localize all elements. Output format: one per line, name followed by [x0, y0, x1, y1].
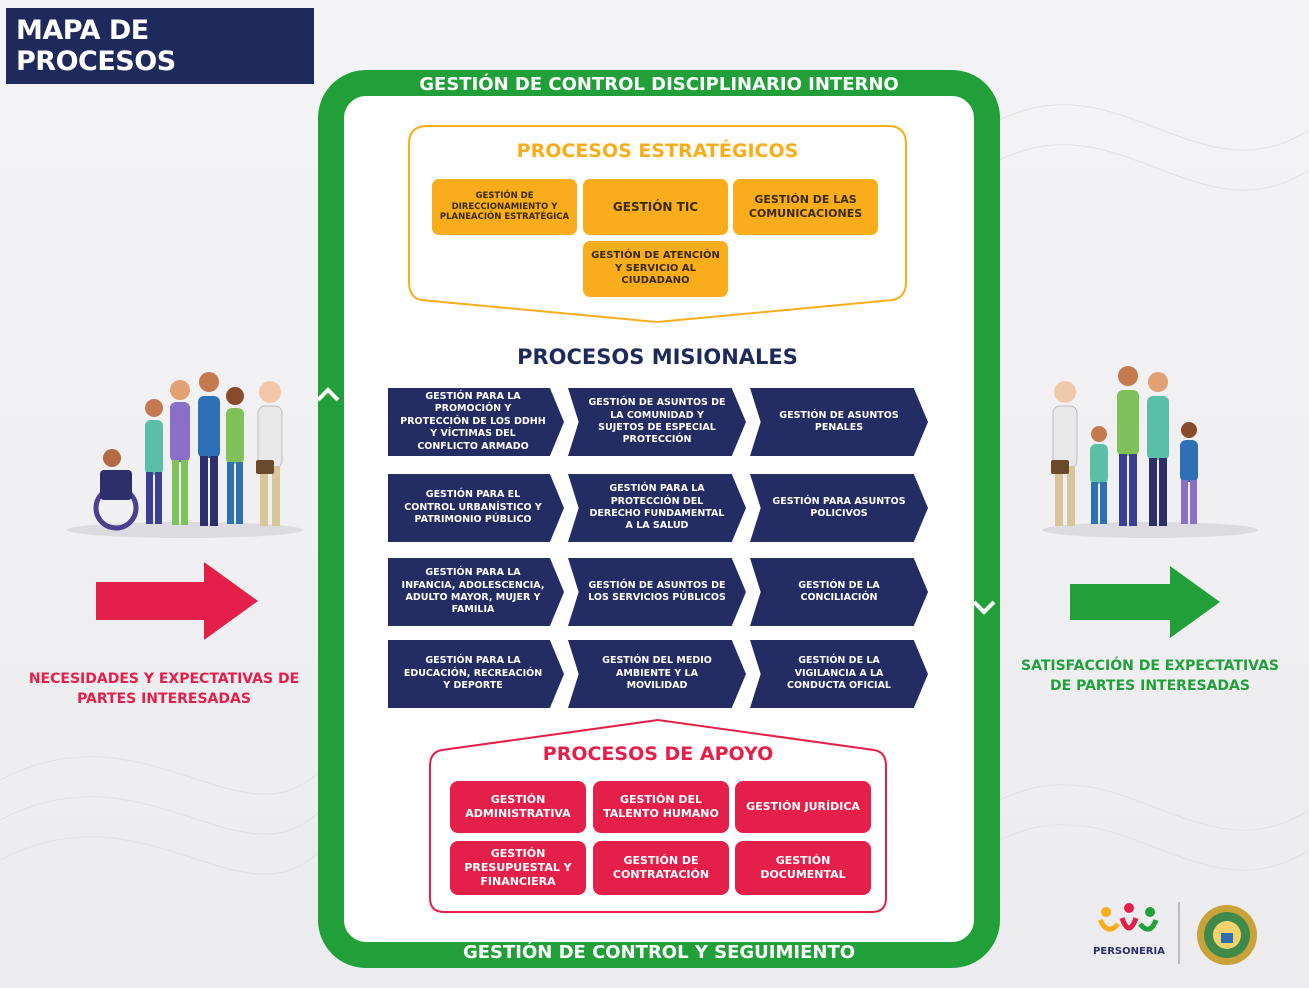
strategic-item: GESTIÓN DE DIRECCIONAMIENTO Y PLANEACIÓN… [432, 179, 577, 235]
missional-item: GESTIÓN DEL MEDIO AMBIENTE Y LA MOVILIDA… [568, 640, 746, 708]
strategic-item: GESTIÓN DE ATENCIÓN Y SERVICIO AL CIUDAD… [583, 241, 728, 297]
district-seal-icon [1197, 905, 1257, 965]
support-item: GESTIÓN DOCUMENTAL [735, 841, 871, 895]
missional-item: GESTIÓN PARA ASUNTOS POLICIVOS [750, 474, 928, 542]
missional-item: GESTIÓN PARA LA EDUCACIÓN, RECREACIÓN Y … [388, 640, 564, 708]
missional-item: GESTIÓN DE LA VIGILANCIA A LA CONDUCTA O… [750, 640, 928, 708]
frame-bottom-label: GESTIÓN DE CONTROL Y SEGUIMIENTO [462, 941, 856, 963]
support-item: GESTIÓN JURÍDICA [735, 781, 871, 833]
missional-title: PROCESOS MISIONALES [517, 345, 798, 369]
support-title: PROCESOS DE APOYO [542, 743, 774, 765]
support-item: GESTIÓN PRESUPUESTAL Y FINANCIERA [450, 841, 586, 895]
people-group-illustration-left [67, 372, 303, 538]
support-item: GESTIÓN ADMINISTRATIVA [450, 781, 586, 833]
left-stakeholder-label: NECESIDADES Y EXPECTATIVAS DE PARTES INT… [28, 671, 300, 708]
support-item: GESTIÓN DEL TALENTO HUMANO [593, 781, 729, 833]
missional-item: GESTIÓN PARA EL CONTROL URBANÍSTICO Y PA… [388, 474, 564, 542]
strategic-item: GESTIÓN TIC [583, 179, 728, 235]
frame-notch-left [316, 387, 340, 402]
support-item: GESTIÓN DE CONTRATACIÓN [593, 841, 729, 895]
input-arrow-icon [96, 562, 258, 640]
missional-item: GESTIÓN PARA LA INFANCIA, ADOLESCENCIA, … [388, 558, 564, 626]
page-title: MAPA DE PROCESOS [6, 8, 314, 84]
missional-item: GESTIÓN DE LA CONCILIACIÓN [750, 558, 928, 626]
missional-item: GESTIÓN DE ASUNTOS DE LA COMUNIDAD Y SUJ… [568, 388, 746, 456]
personeria-logo-icon [1097, 903, 1159, 932]
missional-item: GESTIÓN PARA LA PROTECCIÓN DEL DERECHO F… [568, 474, 746, 542]
strategic-title: PROCESOS ESTRATÉGICOS [516, 140, 799, 162]
frame-top-label: GESTIÓN DE CONTROL DISCIPLINARIO INTERNO [419, 73, 899, 95]
personeria-logo-text: PERSONERIA [1093, 946, 1165, 957]
logo-divider [1178, 902, 1180, 964]
output-arrow-icon [1070, 566, 1220, 638]
strategic-item: GESTIÓN DE LAS COMUNICACIONES [733, 179, 878, 235]
missional-item: GESTIÓN DE ASUNTOS PENALES [750, 388, 928, 456]
right-stakeholder-label: SATISFACCIÓN DE EXPECTATIVAS DE PARTES I… [1020, 658, 1279, 695]
people-group-illustration-right [1042, 366, 1258, 538]
missional-item: GESTIÓN DE ASUNTOS DE LOS SERVICIOS PÚBL… [568, 558, 746, 626]
missional-item: GESTIÓN PARA LA PROMOCIÓN Y PROTECCIÓN D… [388, 388, 564, 456]
frame-notch-right [972, 600, 996, 615]
